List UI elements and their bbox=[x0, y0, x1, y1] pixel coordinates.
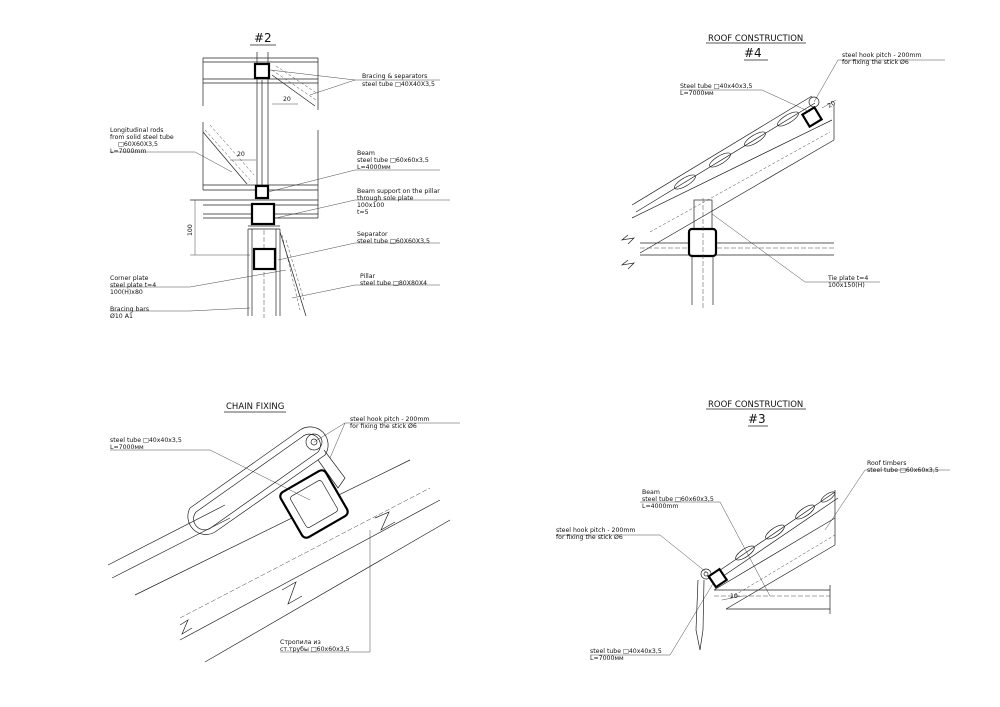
bracing-label: Bracing & separators steel tube □40X40X3… bbox=[362, 73, 435, 88]
roof-4-dim-text: 20 bbox=[826, 100, 836, 110]
roof-3-dim-line bbox=[721, 595, 743, 601]
detail-roof-4: ROOF CONSTRUCTION #4 bbox=[620, 34, 945, 310]
roof-3-tube-label: steel tube □40x40x3,5 L=7000мм bbox=[590, 648, 664, 662]
beam-tube-section bbox=[250, 202, 276, 226]
detail-chain-fixing: CHAIN FIXING steel hook pitch - 200mm bbox=[107, 402, 460, 663]
roof-4-tube-label: Steel tube □40x40x3,5 L=7000мм bbox=[680, 83, 754, 97]
roof-4-chain bbox=[631, 95, 820, 213]
chain-rafter-bottom bbox=[204, 519, 451, 663]
roof-4-steel-tube bbox=[800, 105, 824, 129]
chain-rod-top bbox=[107, 504, 226, 566]
roof-3-dim-text: 10 bbox=[730, 593, 738, 600]
roof-3-chain bbox=[700, 491, 839, 582]
roof-3-beam-leader bbox=[719, 501, 771, 597]
chain-hook-label: steel hook pitch - 200mm for fixing the … bbox=[350, 416, 431, 430]
roof-3-number: #3 bbox=[748, 412, 766, 426]
corner-plate-edge bbox=[279, 231, 307, 317]
pillar-label: Pillar steel tube □80X80X4 bbox=[360, 273, 427, 287]
detail-2-leaders bbox=[110, 69, 450, 312]
chain-pin-outer bbox=[305, 433, 323, 451]
corner-plate-label: Corner plate steel plate t=4 100(H)x80 bbox=[110, 275, 158, 296]
chain-steel-tube-inner bbox=[290, 480, 338, 528]
detail-2: #2 bbox=[110, 31, 450, 320]
corner-plate-hatch-2 bbox=[285, 239, 305, 301]
beam-tube-small bbox=[254, 184, 270, 200]
roof-3-timbers-leader bbox=[824, 469, 866, 531]
chain-hook-leader-2 bbox=[329, 422, 346, 459]
chain-pin-inner bbox=[310, 438, 318, 446]
roof-3-title: ROOF CONSTRUCTION bbox=[708, 400, 803, 410]
roof-4-break-2 bbox=[620, 259, 636, 270]
roof-4-rafter-bottom bbox=[639, 139, 835, 254]
chain-tube-leader bbox=[209, 449, 311, 501]
bracing-bars-label: Bracing bars Ø10 A1 bbox=[110, 306, 151, 320]
roof-4-rafter-hatch bbox=[649, 131, 831, 233]
roof-4-beam-tube bbox=[687, 227, 718, 258]
dim-20a-text: 20 bbox=[283, 96, 291, 103]
roof-4-tie-label: Tie plate t=4 100x150(H) bbox=[827, 275, 870, 289]
roof-4-dim-line bbox=[821, 99, 837, 109]
beam-label: Beam steel tube □60х60х3,5 L=4000мм bbox=[357, 150, 431, 171]
roof-4-hook-label: steel hook pitch - 200mm for fixing the … bbox=[842, 52, 923, 66]
roof-4-tube-leader bbox=[761, 89, 811, 113]
roof-3-hook-leader bbox=[659, 534, 707, 573]
roof-3-timbers-label: Roof timbers steel tube □60x60x3,5 bbox=[867, 460, 939, 474]
dim-100-text: 100 bbox=[187, 224, 194, 236]
chain-break-3 bbox=[374, 511, 396, 531]
roof-4-rafter-top bbox=[631, 119, 833, 219]
roof-4-tie-leader bbox=[711, 213, 806, 283]
roof-4-number: #4 bbox=[744, 46, 762, 60]
roof-3-steel-tube bbox=[707, 567, 729, 589]
chain-link-inner bbox=[193, 433, 321, 531]
separator-label: Separator steel tube □60X60X3,5 bbox=[357, 231, 430, 245]
chain-rafter-axis bbox=[179, 487, 431, 619]
separator-tube bbox=[252, 247, 277, 271]
beam-support-label: Beam support on the pillar through sole … bbox=[357, 188, 442, 216]
detail-roof-3: ROOF CONSTRUCTION #3 10 bbox=[556, 400, 950, 662]
roof-3-rafter-top bbox=[713, 517, 836, 591]
chain-hook-leader bbox=[313, 422, 346, 443]
roof-3-rafter-bottom bbox=[725, 544, 836, 610]
detail-2-title: #2 bbox=[254, 31, 272, 45]
chain-hook-strap bbox=[317, 449, 346, 489]
longitudinal-label: Longitudinal rods from solid steel tube … bbox=[110, 127, 176, 155]
chain-fixing-title: CHAIN FIXING bbox=[226, 402, 284, 412]
chain-break-2 bbox=[179, 619, 193, 635]
roof-3-rafter-hatch bbox=[729, 534, 836, 599]
chain-rafter-mid bbox=[179, 499, 441, 641]
roof-4-break-1 bbox=[620, 234, 636, 245]
dim-20b-text: 20 bbox=[237, 151, 245, 158]
chain-rafter-top bbox=[134, 459, 411, 596]
chain-strap-label: Стропила из ст.трубы □60х60х3,5 bbox=[280, 639, 350, 653]
chain-break-1 bbox=[281, 581, 303, 605]
chain-tube-label: steel tube □40x40x3,5 L=7000мм bbox=[110, 437, 184, 451]
roof-3-beam-label: Beam steel tube □60x60x3,5 L=4000mm bbox=[642, 489, 716, 510]
chain-steel-tube bbox=[279, 469, 349, 539]
bracing-diagonals bbox=[202, 65, 319, 185]
roof-4-hook-leader bbox=[813, 59, 839, 103]
roof-3-hook-label: steel hook pitch - 200mm for fixing the … bbox=[556, 527, 637, 541]
roof-3-hook-strap bbox=[695, 579, 705, 651]
chain-link-outer bbox=[187, 426, 329, 535]
roof-4-title: ROOF CONSTRUCTION bbox=[708, 34, 803, 44]
roof-3-tube-leader bbox=[669, 581, 715, 656]
bracing-tube-top bbox=[253, 62, 271, 80]
